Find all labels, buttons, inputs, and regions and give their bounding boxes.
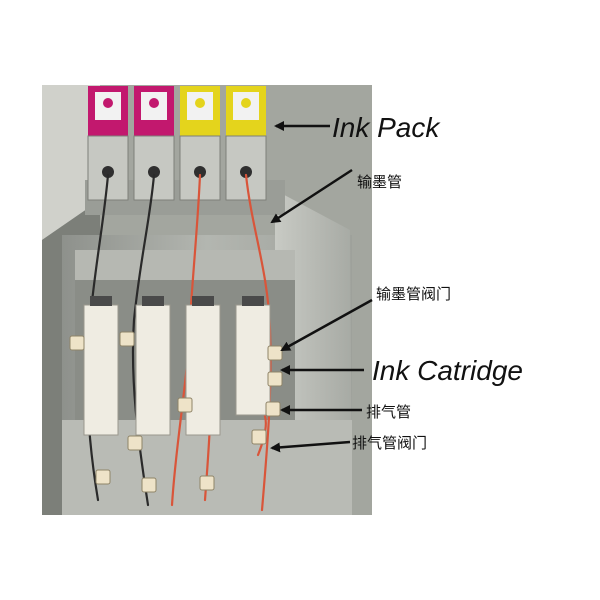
cartridge-slot-2 xyxy=(142,296,164,306)
label-ink-pack: Ink Pack xyxy=(332,112,441,143)
ink-pack-group xyxy=(87,86,267,201)
ink-pack-2-dot xyxy=(149,98,159,108)
ink-pack-2-port xyxy=(148,166,160,178)
valve-vent-6 xyxy=(251,429,267,445)
valve-vent-4 xyxy=(199,475,215,491)
ink-pack-1 xyxy=(87,86,129,201)
ink-pack-1-port xyxy=(102,166,114,178)
valve-group xyxy=(69,331,283,493)
valve-vent-3 xyxy=(141,477,157,493)
cartridge-slot-3 xyxy=(192,296,214,306)
valve-ink-1 xyxy=(69,335,85,351)
label-ink-tube: 输墨管 xyxy=(357,173,402,191)
valve-vent-1 xyxy=(95,469,111,485)
label-ink-cartridge: Ink Catridge xyxy=(372,355,523,386)
ink-pack-2 xyxy=(133,86,175,201)
ink-pack-3-port xyxy=(194,166,206,178)
label-vent-tube-valve: 排气管阀门 xyxy=(352,434,427,452)
valve-ink-3 xyxy=(177,397,193,413)
valve-vent-2 xyxy=(127,435,143,451)
ink-pack-1-dot xyxy=(103,98,113,108)
ink-cartridge-3 xyxy=(185,304,221,436)
valve-ink-4 xyxy=(267,345,283,361)
valve-ink-2 xyxy=(119,331,135,347)
ink-pack-4 xyxy=(225,86,267,201)
cartridge-slot-1 xyxy=(90,296,112,306)
ink-cartridge-2 xyxy=(135,304,171,436)
valve-vent-5 xyxy=(265,401,281,417)
ink-cartridge-1 xyxy=(83,304,119,436)
ink-cartridge-4 xyxy=(235,304,271,416)
ink-pack-3-dot xyxy=(195,98,205,108)
annotation-arrows xyxy=(270,121,373,453)
ink-cartridge-group xyxy=(83,296,271,436)
arrow-ink-tube-valve xyxy=(280,298,373,352)
label-ink-tube-valve: 输墨管阀门 xyxy=(376,285,451,303)
ink-pack-4-port xyxy=(240,166,252,178)
arrow-ink-tube xyxy=(270,168,353,224)
ink-pack-4-dot xyxy=(241,98,251,108)
cartridge-bay-top xyxy=(75,250,295,280)
arrow-vent-tube-valve xyxy=(270,440,351,453)
cartridge-slot-4 xyxy=(242,296,264,306)
valve-vent-7 xyxy=(267,371,283,387)
label-vent-tube: 排气管 xyxy=(366,403,411,421)
